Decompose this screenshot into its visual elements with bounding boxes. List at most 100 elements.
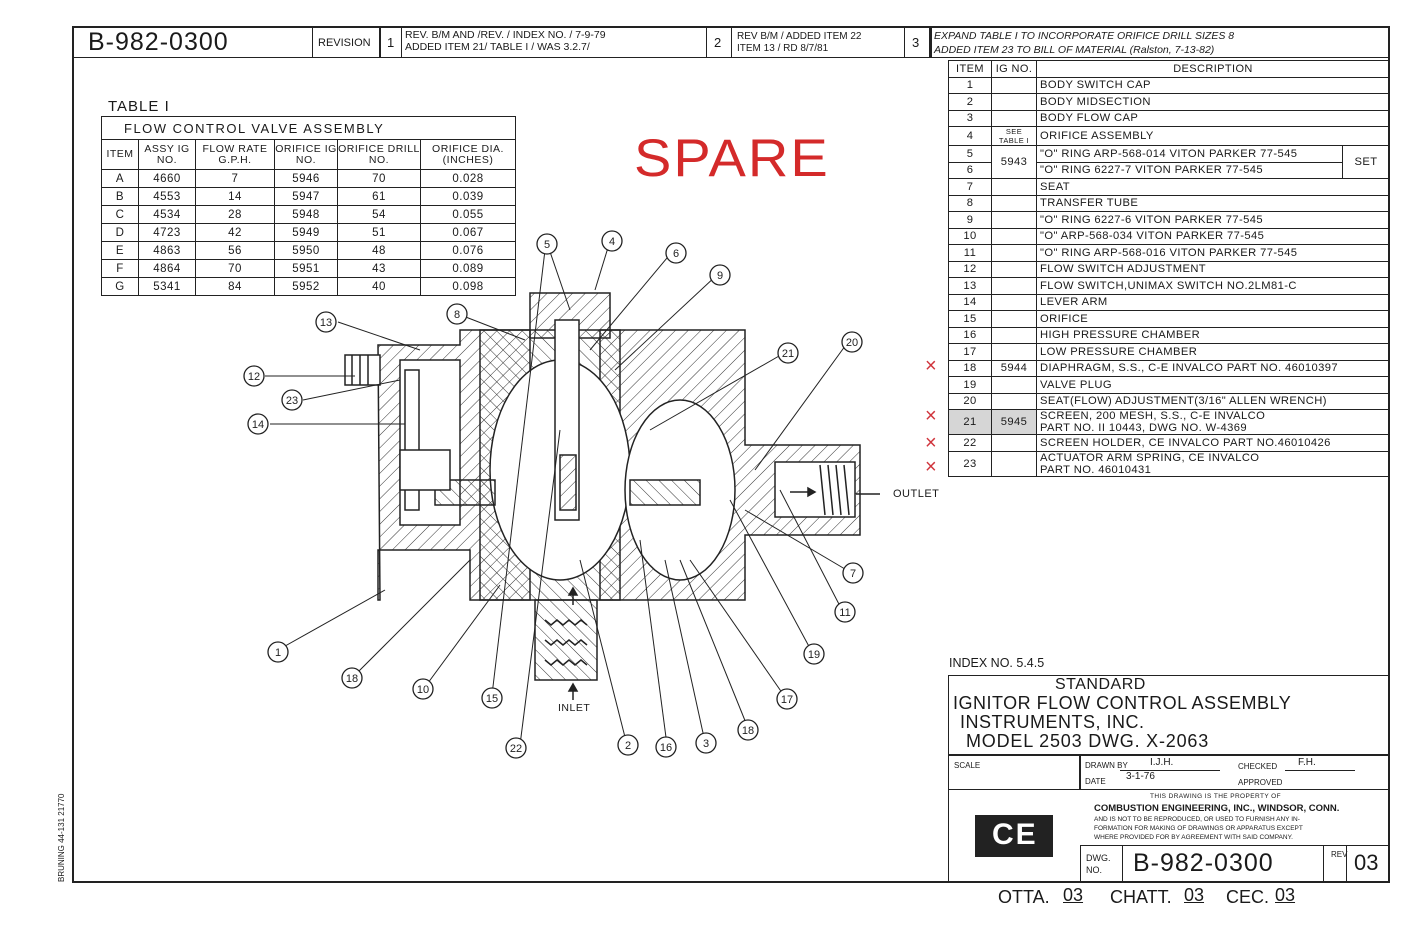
bom-description: SCREEN HOLDER, CE INVALCO PART NO.460104… [1036, 434, 1390, 452]
property-note2: COMBUSTION ENGINEERING, INC., WINDSOR, C… [1094, 803, 1340, 814]
x-mark: × [925, 456, 937, 478]
bom-row: 7 SEAT [948, 178, 1390, 196]
table1-header: ITEM [101, 139, 139, 170]
bom-description-line: SCREEN, 200 MESH, S.S., C-E INVALCO [1040, 410, 1266, 422]
bom-item: 9 [948, 211, 992, 229]
table1-cell: 0.055 [420, 205, 516, 224]
table1-cell: 4534 [138, 205, 196, 224]
table1-cell: 28 [195, 205, 275, 224]
bom-item: 8 [948, 194, 992, 212]
rev-2-text1: REV B/M / ADDED ITEM 22 [737, 31, 862, 42]
table1-header: ASSY IG NO. [138, 139, 196, 170]
table1-header: ORIFICE DRILL NO. [337, 139, 421, 170]
bom-item: 6 [948, 161, 992, 179]
bom-ig: 5944 [991, 359, 1037, 377]
x-mark: × [925, 355, 937, 377]
property-note1: THIS DRAWING IS THE PROPERTY OF [1150, 793, 1281, 800]
callout-15: 15 [481, 687, 503, 709]
bom-item: 18 [948, 359, 992, 377]
bom-ig [991, 450, 1037, 477]
bom-ig [991, 392, 1037, 410]
svg-text:2: 2 [625, 740, 631, 752]
bom-item: 4 [948, 126, 992, 146]
table1-cell: 7 [195, 169, 275, 188]
rev-3-text1: EXPAND TABLE I TO INCORPORATE ORIFICE DR… [934, 30, 1235, 42]
table1-cell: 40 [337, 277, 421, 296]
x-mark: × [925, 432, 937, 454]
rev-2-text2: ITEM 13 / RD 8/7/81 [737, 43, 829, 54]
svg-text:12: 12 [248, 371, 260, 383]
table1-cell: 4660 [138, 169, 196, 188]
callout-4: 4 [601, 230, 623, 252]
bom-description: SEAT [1036, 178, 1390, 196]
table1-cell: 14 [195, 187, 275, 206]
callout-10: 10 [412, 678, 434, 700]
bom-ig [991, 109, 1037, 127]
svg-text:19: 19 [808, 649, 820, 661]
table1-cell: 56 [195, 241, 275, 260]
rev-1-text2: ADDED ITEM 21/ TABLE I / WAS 3.2.7/ [405, 41, 590, 53]
title-block-name [948, 675, 1390, 755]
bom-item: 2 [948, 93, 992, 111]
svg-text:22: 22 [510, 743, 522, 755]
rev-2-num: 2 [714, 35, 722, 50]
property-note5: WHERE PROVIDED FOR BY AGREEMENT WITH SAI… [1094, 834, 1293, 841]
bom-header: ITEM [948, 60, 992, 78]
outlet-port [774, 461, 856, 518]
table1-cell: 0.098 [420, 277, 516, 296]
drawn-underline [1120, 770, 1220, 771]
table1-cell: 61 [337, 187, 421, 206]
bom-description-line: PART NO. II 10443, DWG NO. W-4369 [1040, 422, 1247, 434]
svg-text:14: 14 [252, 419, 264, 431]
table1-cell: B [101, 187, 139, 206]
bom-ig [991, 326, 1037, 344]
bom-ig [991, 277, 1037, 295]
inlet-port [534, 599, 598, 681]
bom-item: 16 [948, 326, 992, 344]
svg-text:8: 8 [454, 309, 460, 321]
bom-item: 3 [948, 109, 992, 127]
callout-17: 17 [776, 688, 798, 710]
bom-description: LOW PRESSURE CHAMBER [1036, 343, 1390, 361]
bom-description: FLOW SWITCH,UNIMAX SWITCH NO.2LM81-C [1036, 277, 1390, 295]
ce-logo-text: CE [992, 818, 1038, 851]
bom-ig [991, 376, 1037, 394]
rev-3-num: 3 [912, 35, 920, 50]
callout-8: 8 [446, 303, 468, 325]
bom-item: 7 [948, 178, 992, 196]
callout-22: 22 [505, 737, 527, 759]
table1-cell: 5946 [274, 169, 338, 188]
dwg-number-header: B-982-0300 [88, 28, 229, 56]
bom-header: DESCRIPTION [1036, 60, 1390, 78]
revision-label-cell [312, 26, 380, 58]
callout-21: 21 [777, 342, 799, 364]
bom-description: SEAT(FLOW) ADJUSTMENT(3/16" ALLEN WRENCH… [1036, 392, 1390, 410]
dwg-no-value-cell [1122, 845, 1324, 883]
rev-1-num-cell [380, 26, 402, 58]
otta-value: 03 [1063, 885, 1084, 905]
table1-cell: 54 [337, 205, 421, 224]
bom-ig [991, 434, 1037, 452]
bom-row: 11"O" RING ARP-568-016 VITON PARKER 77-5… [948, 244, 1390, 262]
bom-ig [991, 93, 1037, 111]
callout-19: 19 [803, 643, 825, 665]
bom-item: 10 [948, 227, 992, 245]
title-line4: MODEL 2503 DWG. X-2063 [966, 731, 1210, 751]
table1-cell: 0.067 [420, 223, 516, 242]
drawn-by-label: DRAWN BY [1085, 761, 1128, 770]
svg-text:9: 9 [717, 270, 723, 282]
bom-ig [991, 194, 1037, 212]
bom-item: 15 [948, 310, 992, 328]
svg-text:18: 18 [346, 673, 358, 685]
callout-13: 13 [315, 311, 337, 333]
bom-description-line: ACTUATOR ARM SPRING, CE INVALCO [1040, 451, 1260, 464]
approved-label: APPROVED [1238, 778, 1283, 787]
svg-text:20: 20 [846, 337, 858, 349]
rev-label: REV [1331, 850, 1348, 859]
